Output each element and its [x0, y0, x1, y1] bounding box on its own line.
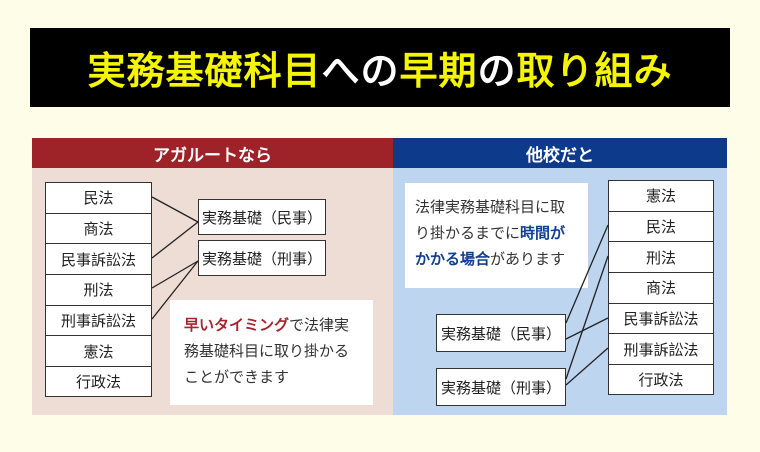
- list-item: 刑事訴訟法: [45, 304, 152, 336]
- right-subject-list: 憲法 民法 刑法 商法 民事訴訟法 刑事訴訟法 行政法: [608, 180, 714, 395]
- connector-line: [565, 255, 609, 380]
- connector-line: [565, 317, 609, 340]
- connector-line: [151, 221, 199, 259]
- list-item: 刑法: [608, 241, 714, 273]
- left-header: アガルートなら: [32, 138, 393, 168]
- connector-line: [151, 260, 199, 289]
- right-header: 他校だと: [393, 138, 727, 168]
- list-item: 刑法: [45, 274, 152, 305]
- list-item: 刑事訴訟法: [608, 333, 714, 365]
- right-note: 法律実務基礎科目に取り掛かるまでに時間がかかる場合があります: [405, 183, 588, 288]
- connector-line: [151, 260, 199, 320]
- list-item: 民法: [608, 210, 714, 242]
- left-target-civil: 実務基礎（民事）: [198, 199, 326, 235]
- right-target-civil: 実務基礎（民事）: [436, 314, 566, 352]
- list-item: 憲法: [608, 180, 714, 211]
- list-item: 民事訴訟法: [45, 243, 152, 275]
- left-note: 早いタイミングで法律実務基礎科目に取り掛かることができます: [170, 300, 373, 405]
- list-item: 憲法: [45, 335, 152, 367]
- list-item: 行政法: [608, 364, 714, 395]
- list-item: 民法: [45, 182, 152, 213]
- list-item: 民事訴訟法: [608, 302, 714, 334]
- left-subject-list: 民法 商法 民事訴訟法 刑法 刑事訴訟法 憲法 行政法: [45, 182, 152, 397]
- left-target-criminal: 実務基礎（刑事）: [198, 240, 326, 276]
- list-item: 商法: [45, 212, 152, 244]
- connector-line: [151, 196, 199, 223]
- page-title: 実務基礎科目への早期の取り組み: [30, 28, 730, 107]
- list-item: 商法: [608, 272, 714, 303]
- connector-line: [565, 347, 609, 386]
- connector-line: [565, 224, 609, 324]
- list-item: 行政法: [45, 366, 152, 397]
- right-target-criminal: 実務基礎（刑事）: [436, 368, 566, 406]
